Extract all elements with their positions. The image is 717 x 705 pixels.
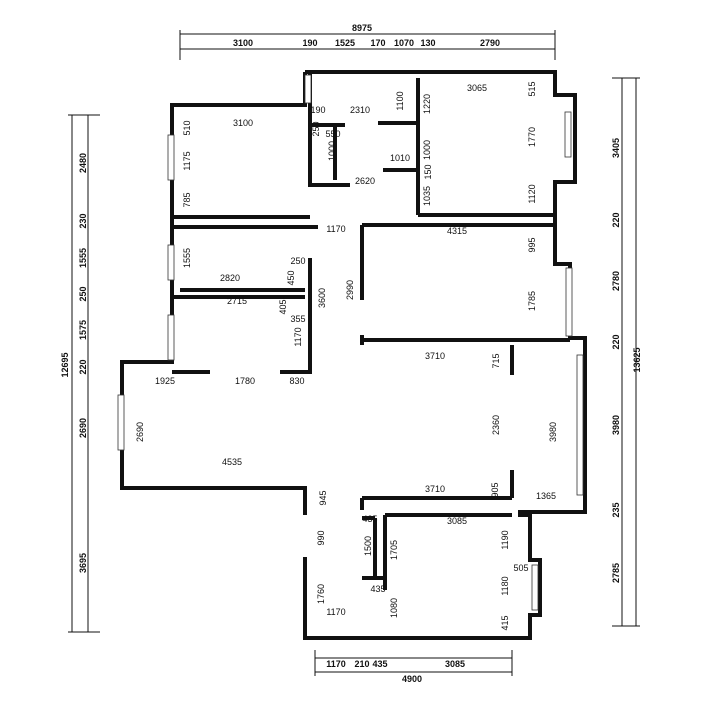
interior-dimension: 1180 <box>500 576 510 595</box>
interior-dimension: 1220 <box>422 94 432 114</box>
dim-total: 12695 <box>60 352 70 377</box>
interior-dimension: 1010 <box>390 153 410 163</box>
interior-dimension: 1035 <box>422 186 432 206</box>
right-dimensions: 3405 220 2780 220 3980 235 2785 13625 <box>611 138 642 583</box>
dim: 3695 <box>78 553 88 573</box>
interior-dimension: 150 <box>423 164 433 179</box>
interior-dimension: 1170 <box>326 607 345 617</box>
interior-dimension: 3100 <box>233 118 253 128</box>
interior-dimension: 3980 <box>548 422 558 442</box>
interior-dimension: 4315 <box>447 226 467 236</box>
top-dimensions: 8975 3100 190 1525 170 1070 130 2790 <box>233 23 500 48</box>
interior-dimension: 715 <box>491 353 501 368</box>
interior-dimension: 785 <box>182 192 192 207</box>
interior-dimension: 3710 <box>425 484 445 494</box>
interior-dimension: 2990 <box>345 280 355 300</box>
interior-dimension: 3710 <box>425 351 445 361</box>
interior-dimension: 2620 <box>355 176 375 186</box>
interior-dimension: 405 <box>278 299 288 314</box>
interior-dimension: 1100 <box>395 91 405 110</box>
interior-dimension: 190 <box>310 105 325 115</box>
dim-total: 8975 <box>352 23 372 33</box>
interior-dimension: 1500 <box>363 536 373 556</box>
interior-dimension: 450 <box>286 270 296 285</box>
interior-dimension: 505 <box>513 563 528 573</box>
dimension-lines <box>68 30 640 676</box>
interior-dimension: 4535 <box>222 457 242 467</box>
interior-dimension: 1760 <box>316 584 326 604</box>
interior-dimension: 990 <box>316 530 326 545</box>
interior-dimension: 435 <box>362 514 377 524</box>
interior-dimension: 2310 <box>350 105 370 115</box>
interior-dimension: 2690 <box>135 422 145 442</box>
interior-dimension: 1365 <box>536 491 556 501</box>
interior-dimension: 830 <box>289 376 304 386</box>
bottom-dimensions: 1170 210 435 3085 4900 <box>326 659 465 684</box>
interior-dimension: 1000 <box>422 140 432 160</box>
dim: 2690 <box>78 418 88 438</box>
dim: 2480 <box>78 153 88 173</box>
dim: 1555 <box>78 248 88 268</box>
dim: 130 <box>420 38 435 48</box>
interior-dimension: 945 <box>318 490 328 505</box>
interior-dimension: 415 <box>500 615 510 630</box>
dim: 2790 <box>480 38 500 48</box>
dim: 1170 <box>326 659 346 669</box>
interior-dimension: 1190 <box>500 530 510 549</box>
interior-dimension: 2360 <box>491 415 501 435</box>
interior-dimension: 2715 <box>227 296 247 306</box>
interior-dimension: 1170 <box>326 224 345 234</box>
interior-dimension: 250 <box>311 121 321 136</box>
dim-total: 13625 <box>632 347 642 372</box>
interior-dimension: 1175 <box>182 151 192 170</box>
dim: 2785 <box>611 563 621 583</box>
interior-dimension: 3065 <box>467 83 487 93</box>
interior-dimension: 1785 <box>527 291 537 311</box>
left-dimensions: 12695 2480 230 1555 250 1575 220 2690 36… <box>60 153 88 573</box>
interior-dimension: 1780 <box>235 376 255 386</box>
dim-total: 4900 <box>402 674 422 684</box>
dim: 2780 <box>611 271 621 291</box>
dim: 190 <box>302 38 317 48</box>
interior-dimension: 1170 <box>293 327 303 346</box>
interior-dimension: 355 <box>290 314 305 324</box>
interior-dimension: 1000 <box>327 141 337 161</box>
dim: 230 <box>78 213 88 228</box>
dim: 1525 <box>335 38 355 48</box>
interior-dimension: 3600 <box>317 288 327 308</box>
interior-dimension: 1770 <box>527 127 537 147</box>
dim: 170 <box>370 38 385 48</box>
dim: 1575 <box>78 320 88 340</box>
dim: 220 <box>611 212 621 227</box>
dim: 220 <box>78 359 88 374</box>
dim: 3405 <box>611 138 621 158</box>
dim: 3980 <box>611 415 621 435</box>
dim: 250 <box>78 286 88 301</box>
dim: 3085 <box>445 659 465 669</box>
dim: 220 <box>611 334 621 349</box>
walls <box>117 70 587 640</box>
interior-dimension: 905 <box>490 482 500 497</box>
interior-dimension: 510 <box>182 120 192 135</box>
interior-dimension: 1555 <box>182 248 192 268</box>
dim: 3100 <box>233 38 253 48</box>
interior-dimension: 2820 <box>220 273 240 283</box>
interior-dimension: 515 <box>527 81 537 96</box>
interior-dimension: 435 <box>370 584 385 594</box>
interior-dimension: 550 <box>325 129 340 139</box>
dim: 235 <box>611 502 621 517</box>
interior-dimension: 1705 <box>389 540 399 560</box>
dim: 435 <box>372 659 387 669</box>
interior-dimension: 1120 <box>527 184 537 203</box>
interior-dimension: 3085 <box>447 516 467 526</box>
interior-dimension: 250 <box>290 256 305 266</box>
dim: 210 <box>354 659 369 669</box>
interior-dimension: 1080 <box>389 598 399 618</box>
interior-dimension: 995 <box>527 237 537 252</box>
interior-dimensions: 190 2310 1100 1220 3065 515 3100 510 250 550 1000 1… <box>135 81 558 630</box>
dim: 1070 <box>394 38 414 48</box>
interior-dimension: 1925 <box>155 376 175 386</box>
